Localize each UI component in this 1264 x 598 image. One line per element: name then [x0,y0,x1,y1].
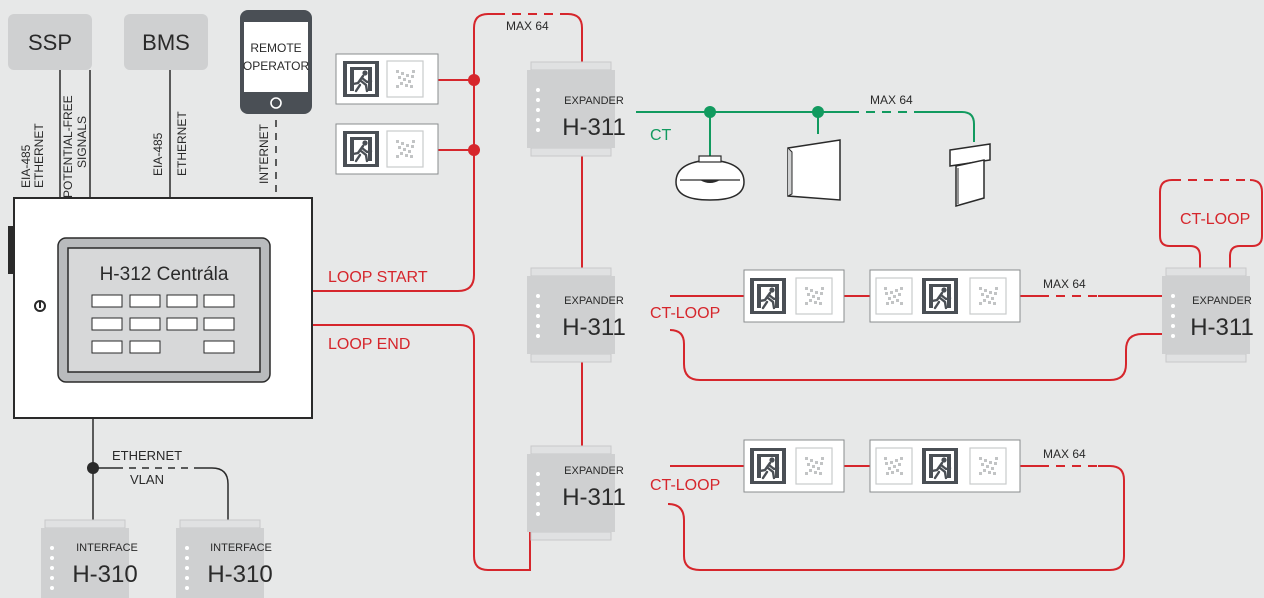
arrow-down-right-icon [795,277,833,315]
bms-link-labels: EIA-485 ETHERNET [151,111,189,176]
expander-3[interactable]: EXPANDER H-311 [526,445,626,541]
max-label: MAX 64 [1043,277,1086,291]
running-man-icon [920,446,960,486]
home-button-icon [270,97,282,109]
junction-dot [87,462,99,474]
arrow-down-right-icon [386,60,424,98]
ssp-link-labels: EIA-485 ETHERNET POTENTIAL-FREE SIGNALS [19,95,89,198]
svg-text:EIA-485: EIA-485 [19,144,33,188]
svg-text:EXPANDER: EXPANDER [564,465,624,477]
exit-sign[interactable] [869,269,1021,323]
svg-text:SIGNALS: SIGNALS [75,116,89,168]
svg-text:EIA-485: EIA-485 [151,132,165,176]
arrow-down-right-icon [795,447,833,485]
panel-keypad[interactable] [91,294,235,354]
svg-text:REMOTE: REMOTE [250,41,301,55]
power-button-icon[interactable] [34,300,46,312]
arrow-down-right-icon [386,130,424,168]
svg-text:EXPANDER: EXPANDER [1192,295,1252,307]
arrow-down-right-icon [969,447,1007,485]
svg-text:EXPANDER: EXPANDER [564,295,624,307]
svg-text:H-311: H-311 [1190,314,1254,341]
svg-text:H-310: H-310 [207,561,272,588]
running-man-icon [920,276,960,316]
ct-loop-label: CT-LOOP [1180,211,1250,228]
svg-text:ETHERNET: ETHERNET [175,111,189,176]
ct-loop-label: CT-LOOP [650,305,720,322]
junction-dot [812,106,824,118]
expander-2[interactable]: EXPANDER H-311 [526,267,626,363]
remote-operator-tablet[interactable]: REMOTE OPERATOR [240,10,312,114]
ethernet-label: ETHERNET [112,448,182,463]
max-label: MAX 64 [870,93,913,107]
expander-4[interactable]: EXPANDER H-311 [1161,267,1254,363]
ssp-box[interactable]: SSP [8,14,92,70]
exit-sign[interactable] [335,123,439,175]
arrow-down-left-icon [875,277,913,315]
running-man-icon [748,276,788,316]
running-man-icon [341,129,381,169]
exit-sign[interactable] [743,439,845,493]
arrow-down-left-icon [875,447,913,485]
control-panel[interactable]: H-312 Centrála [8,197,313,419]
svg-text:INTERFACE: INTERFACE [76,542,138,554]
loop-start-label: LOOP START [328,269,428,286]
interface-2[interactable]: INTERFACE H-310 [175,519,273,598]
exit-sign[interactable] [869,439,1021,493]
wall-luminaire-icon[interactable] [787,139,841,201]
vlan-label: VLAN [130,472,164,487]
exit-sign[interactable] [743,269,845,323]
exit-sign[interactable] [335,53,439,105]
interface-1[interactable]: INTERFACE H-310 [40,519,138,598]
svg-text:H-311: H-311 [562,314,626,341]
svg-text:BMS: BMS [142,30,190,55]
junction-dot [704,106,716,118]
svg-text:POTENTIAL-FREE: POTENTIAL-FREE [61,95,75,198]
panel-title: H-312 Centrála [100,264,229,285]
bms-box[interactable]: BMS [124,14,208,70]
running-man-icon [341,59,381,99]
svg-text:INTERFACE: INTERFACE [210,542,272,554]
svg-text:EXPANDER: EXPANDER [564,95,624,107]
svg-text:H-310: H-310 [72,561,137,588]
running-man-icon [748,446,788,486]
max-label: MAX 64 [1043,447,1086,461]
internet-label: INTERNET [257,123,271,184]
hanging-sign-icon[interactable] [949,143,991,207]
svg-text:H-311: H-311 [562,484,626,511]
ct-loop-label: CT-LOOP [650,477,720,494]
ceiling-luminaire-icon[interactable] [675,155,745,201]
ct-label: CT [650,127,672,144]
svg-text:OPERATOR: OPERATOR [243,59,310,73]
junction-dot [468,144,480,156]
expander-1[interactable]: EXPANDER H-311 [526,61,626,157]
loop-end-label: LOOP END [328,336,410,353]
junction-dot [468,74,480,86]
arrow-down-right-icon [969,277,1007,315]
svg-text:SSP: SSP [28,30,72,55]
svg-text:ETHERNET: ETHERNET [32,123,46,188]
svg-text:H-311: H-311 [562,114,626,141]
max-label: MAX 64 [506,19,549,33]
loop-lines [312,13,1263,571]
